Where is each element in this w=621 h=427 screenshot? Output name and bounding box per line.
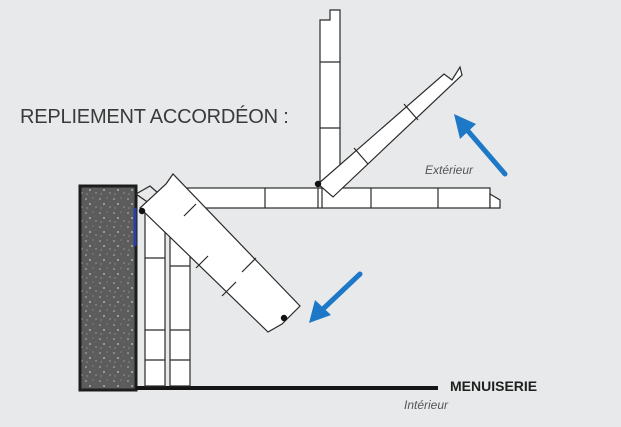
panel-diagonal-inward [139, 173, 301, 333]
interior-label: Intérieur [404, 398, 449, 412]
wall-masonry [78, 184, 138, 392]
arrow-in-icon [309, 271, 363, 323]
hinge-pivot-icon [138, 180, 322, 322]
diagram-title: REPLIEMENT ACCORDÉON : [20, 106, 289, 128]
arrow-out-icon [454, 114, 508, 177]
exterior-label: Extérieur [425, 163, 474, 177]
panel-vertical-upper [319, 9, 341, 187]
panel-diagonal-outward [317, 65, 463, 198]
joinery-label: MENUISERIE [450, 378, 538, 394]
